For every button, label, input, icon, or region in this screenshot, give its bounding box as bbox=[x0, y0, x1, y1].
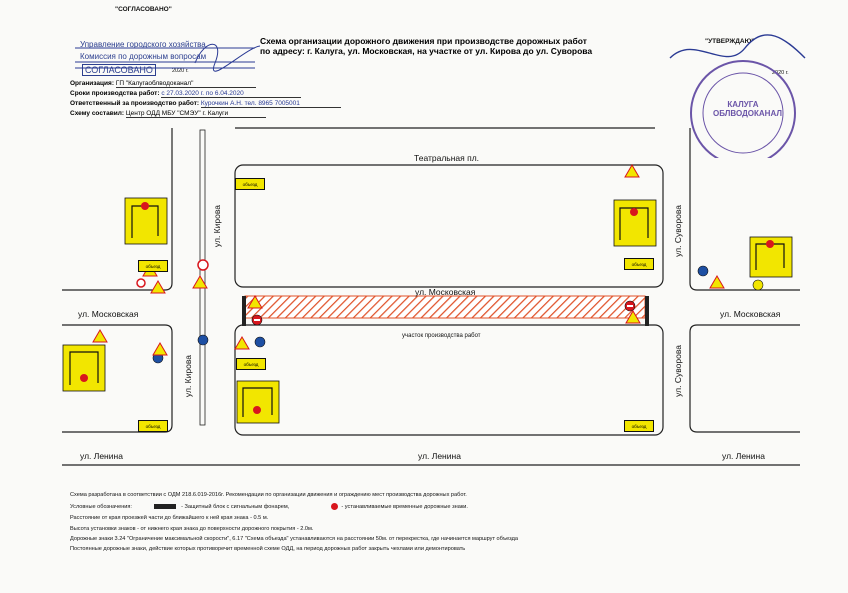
approval-left-year: 2020 г. bbox=[172, 68, 189, 74]
info-author-value: Центр ОДД МБУ "СМЭУ" г. Калуги bbox=[125, 110, 266, 118]
street-moskovskaya-right: ул. Московская bbox=[720, 309, 781, 319]
approval-left-line2: Комиссия по дорожным вопросам bbox=[80, 52, 207, 61]
info-author: Схему составил: Центр ОДД МБУ "СМЭУ" г. … bbox=[70, 110, 266, 118]
detour-sign-4: объезд bbox=[236, 358, 266, 370]
info-resp: Ответственный за производство работ: Кур… bbox=[70, 100, 341, 108]
protective-block-icon bbox=[153, 504, 176, 509]
scheme-title: Схема организации дорожного движения при… bbox=[260, 36, 592, 56]
approval-right-year: 2020 г. bbox=[772, 70, 789, 76]
stamp-right bbox=[669, 34, 806, 158]
info-org-value: ГП "Калугаоблводоканал" bbox=[115, 80, 256, 88]
detour-sign-5: объезд bbox=[138, 420, 168, 432]
signature-left bbox=[75, 43, 261, 72]
title-line1: Схема организации дорожного движения при… bbox=[260, 36, 587, 46]
info-org-label: Организация: bbox=[70, 80, 114, 87]
approval-left-stamp: СОГЛАСОВАНО bbox=[82, 64, 156, 76]
detour-sign-3: объезд bbox=[624, 258, 654, 270]
work-zone-label: участок производства работ bbox=[402, 333, 481, 339]
footer-line6: Постоянные дорожные знаки, действие кото… bbox=[70, 546, 466, 552]
approval-left-line1: Управление городского хозяйства bbox=[80, 40, 206, 49]
street-moskovskaya-center: ул. Московская bbox=[415, 287, 476, 297]
footer-line4: Высота установки знаков - от нижнего кра… bbox=[70, 526, 314, 532]
info-resp-label: Ответственный за производство работ: bbox=[70, 100, 200, 107]
info-org: Организация: ГП "Калугаоблводоканал" bbox=[70, 80, 256, 88]
approval-left-heading: "СОГЛАСОВАНО" bbox=[115, 6, 172, 13]
info-dates: Сроки производства работ: с 27.03.2020 г… bbox=[70, 90, 302, 98]
detour-sign-2: объезд bbox=[138, 260, 168, 272]
street-lenina-center: ул. Ленина bbox=[418, 451, 461, 461]
stamp-right-text: КАЛУГА ОБЛВОДОКАНАЛ bbox=[713, 100, 782, 118]
info-dates-value: с 27.03.2020 г. по 6.04.2020 bbox=[161, 90, 302, 98]
footer-legend: Условные обозначения: - Защитный блок с … bbox=[70, 503, 468, 510]
info-dates-label: Сроки производства работ: bbox=[70, 90, 160, 97]
street-moskovskaya-left: ул. Московская bbox=[78, 309, 139, 319]
temporary-sign-icon bbox=[330, 503, 338, 510]
footer-line3: Расстояние от края проезжей части до бли… bbox=[70, 515, 269, 521]
legend-signs-text: - устанавливаемые временные дорожные зна… bbox=[341, 503, 468, 510]
detour-sign-6: объезд bbox=[624, 420, 654, 432]
footer-line5: Дорожные знаки 3.24 "Ограничение максима… bbox=[70, 536, 518, 542]
footer-line1: Схема разработана в соответствии с ОДМ 2… bbox=[70, 492, 467, 498]
street-lenina-left: ул. Ленина bbox=[80, 451, 123, 461]
info-resp-value: Курочкин А.Н. тел. 8965 7005001 bbox=[200, 100, 341, 108]
street-suvorova-bottom: ул. Суворова bbox=[673, 345, 683, 397]
title-line2: по адресу: г. Калуга, ул. Московская, на… bbox=[260, 46, 593, 56]
legend-label: Условные обозначения: bbox=[70, 503, 132, 510]
info-author-label: Схему составил: bbox=[70, 110, 125, 117]
street-kirova-bottom: ул. Кирова bbox=[183, 355, 193, 398]
detour-sign-1: объезд bbox=[235, 178, 265, 190]
legend-block-text: - Защитный блок с сигнальным фонарем, bbox=[181, 503, 290, 510]
approval-right-heading: "УТВЕРЖДАЮ" bbox=[705, 38, 755, 45]
street-lenina-right: ул. Ленина bbox=[722, 451, 765, 461]
street-suvorova-top: ул. Суворова bbox=[673, 205, 683, 257]
street-theatre: Театральная пл. bbox=[414, 153, 480, 163]
street-kirova-top: ул. Кирова bbox=[212, 205, 222, 248]
